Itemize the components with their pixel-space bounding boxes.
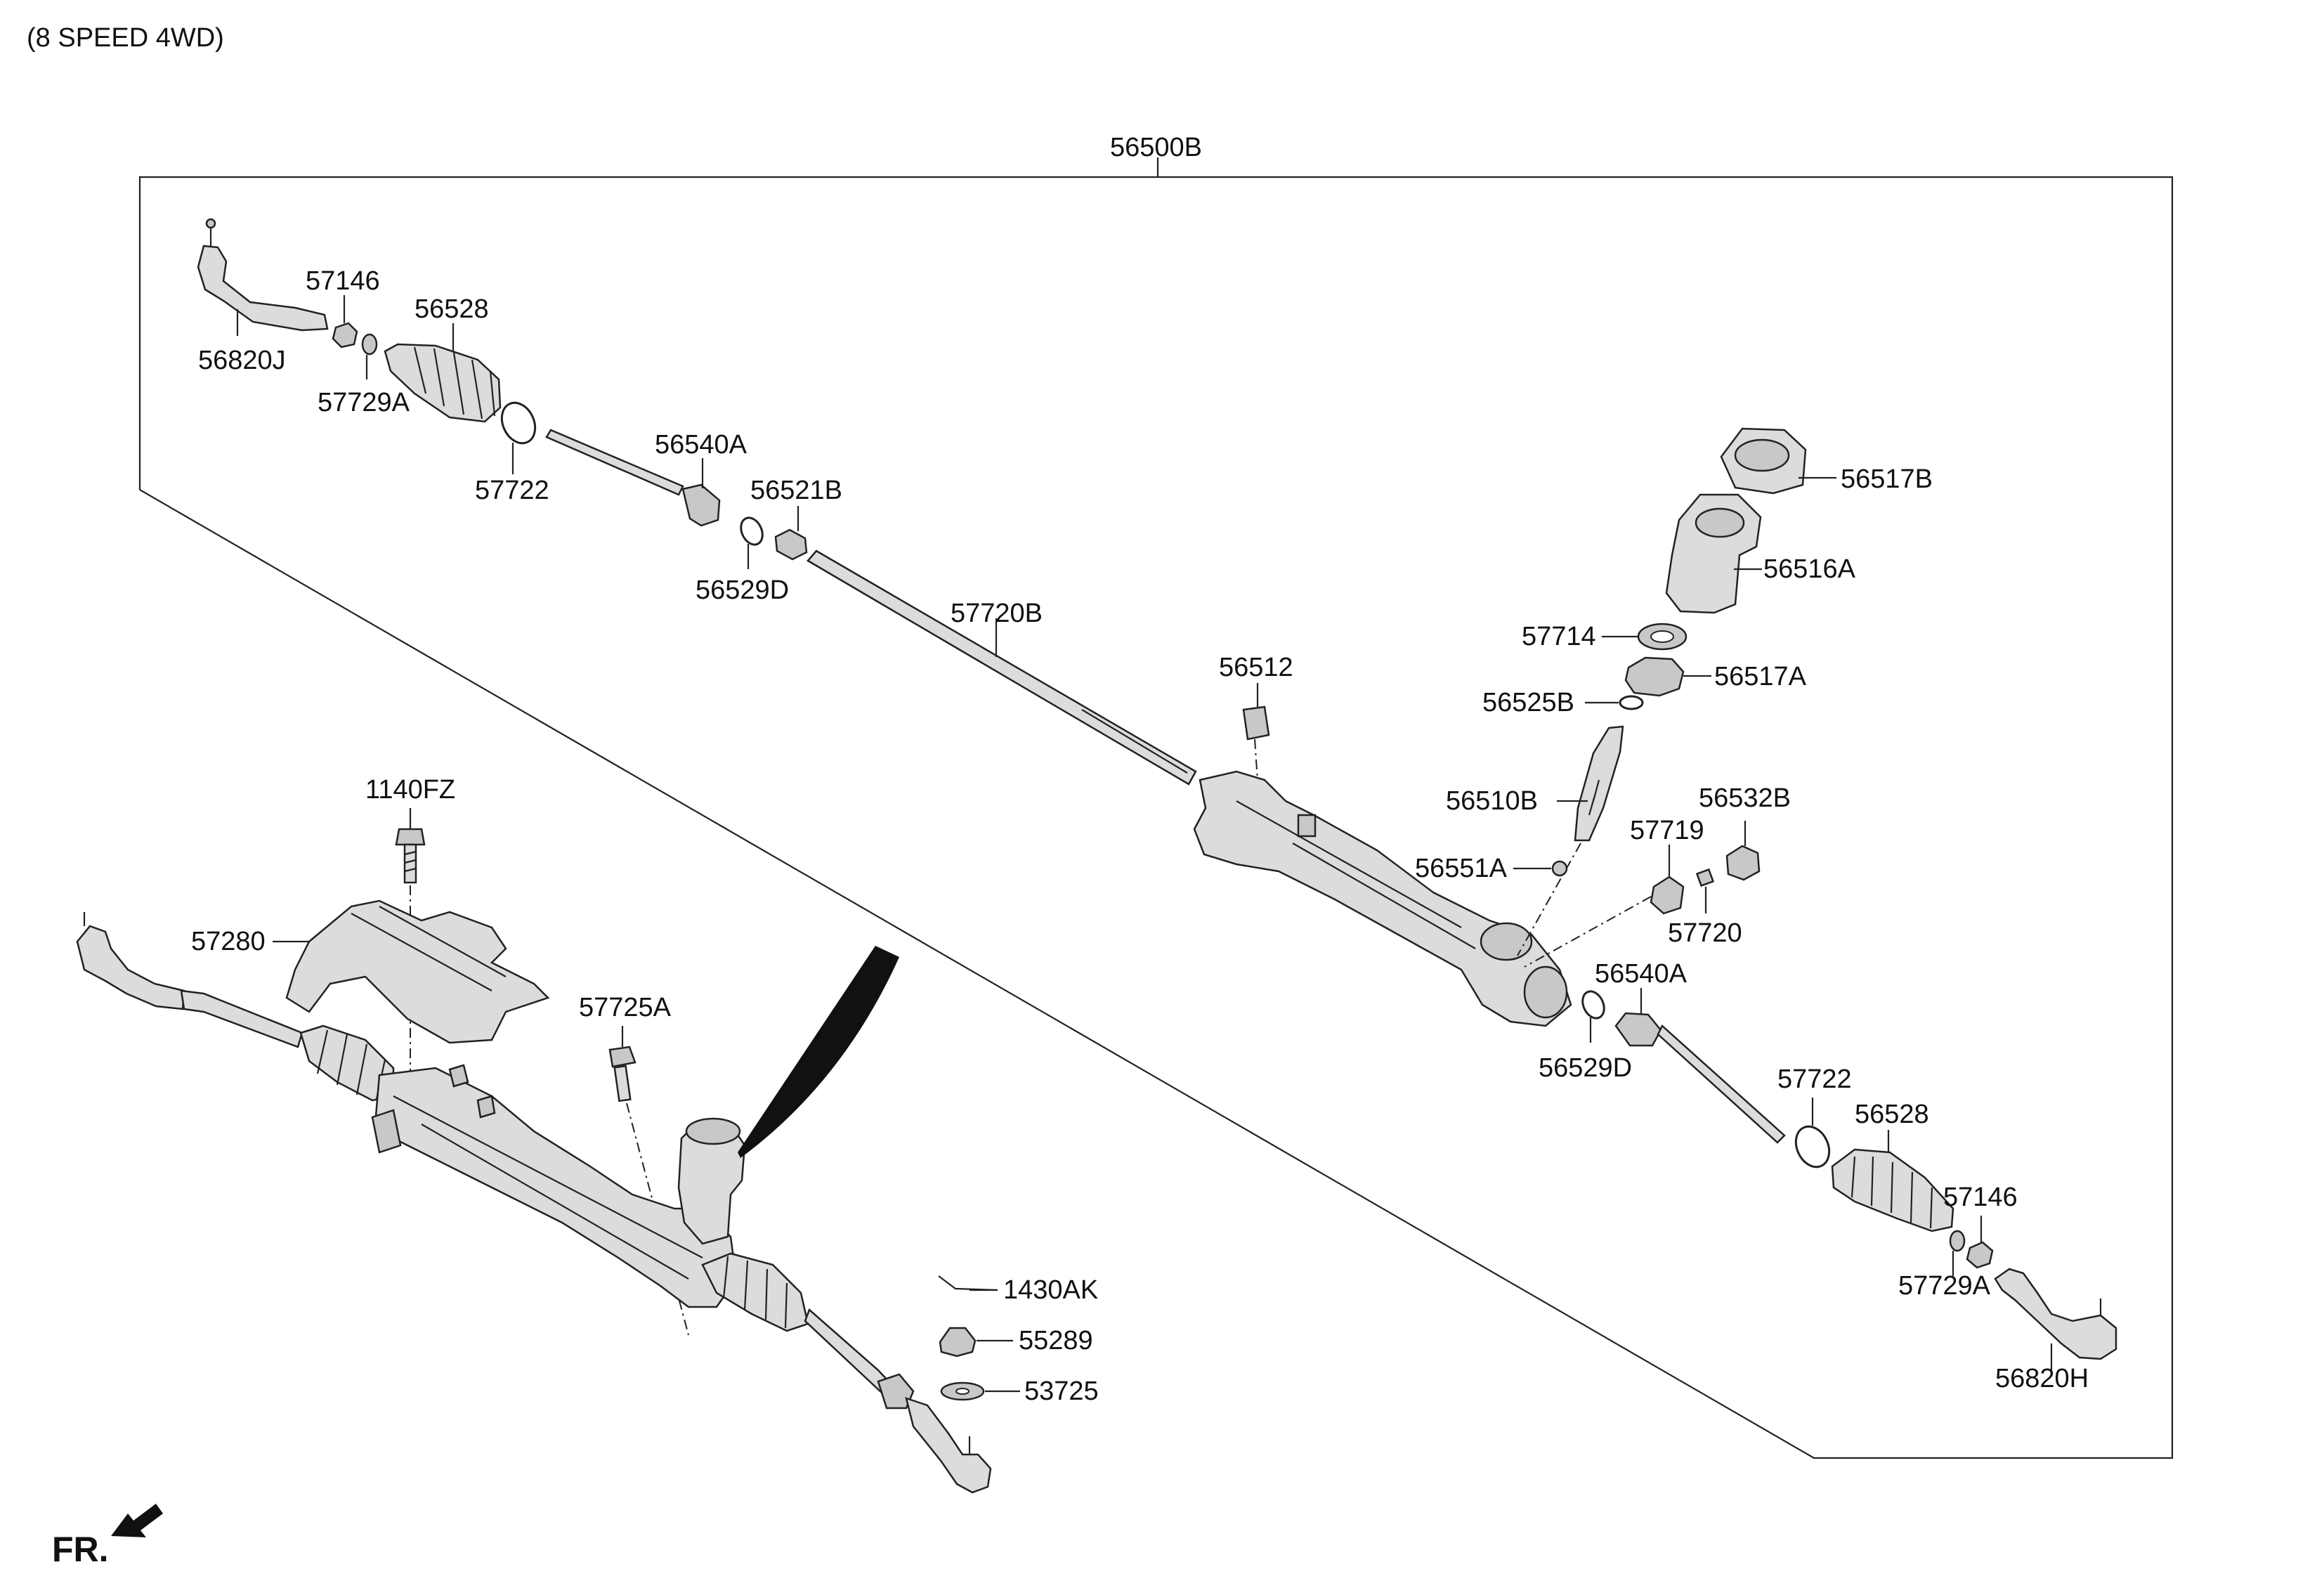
label-57146-left[interactable]: 57146: [306, 266, 380, 296]
label-57722-right[interactable]: 57722: [1777, 1065, 1852, 1094]
ring-left[interactable]: [737, 514, 766, 548]
assembly-outline: [138, 157, 2174, 1459]
bushing-56517a[interactable]: [1624, 656, 1685, 697]
label-56528-right[interactable]: 56528: [1855, 1100, 1929, 1129]
tie-rod-end-right[interactable]: [1994, 1268, 2117, 1360]
rack-bar[interactable]: [807, 549, 1197, 786]
detail-pointer: [738, 946, 899, 1158]
pinion-56510b[interactable]: [1574, 725, 1624, 842]
plug-56512[interactable]: [1242, 705, 1270, 741]
bellows-right[interactable]: [1831, 1148, 1954, 1232]
label-56517a[interactable]: 56517A: [1714, 662, 1807, 691]
label-56820j[interactable]: 56820J: [198, 346, 286, 375]
bolt-57725a[interactable]: [608, 1046, 637, 1102]
label-57729a-left[interactable]: 57729A: [318, 388, 410, 417]
band-left[interactable]: [495, 398, 541, 449]
heat-shield-57280[interactable]: [285, 899, 550, 1044]
label-57714[interactable]: 57714: [1522, 622, 1596, 651]
steering-gear-assembly[interactable]: [76, 912, 992, 1494]
label-56521b[interactable]: 56521B: [750, 476, 842, 505]
inner-rod-right[interactable]: [1614, 1012, 1786, 1144]
label-57719[interactable]: 57719: [1630, 816, 1704, 845]
label-56512[interactable]: 56512: [1219, 653, 1293, 682]
yoke-57719[interactable]: [1650, 876, 1685, 915]
label-57725a[interactable]: 57725A: [579, 993, 672, 1022]
label-57722-left[interactable]: 57722: [475, 476, 549, 505]
label-56532b[interactable]: 56532B: [1699, 783, 1791, 813]
inner-rod-left[interactable]: [545, 429, 721, 527]
housing-56516a[interactable]: [1665, 493, 1762, 614]
label-1430ak[interactable]: 1430AK: [1003, 1275, 1098, 1305]
label-56525b[interactable]: 56525B: [1482, 688, 1574, 717]
pin-56551a[interactable]: [1551, 860, 1568, 877]
oring-56525b[interactable]: [1619, 695, 1644, 710]
model-variant-label: (8 SPEED 4WD): [27, 23, 224, 53]
label-56517b[interactable]: 56517B: [1841, 464, 1933, 494]
label-56820h[interactable]: 56820H: [1995, 1364, 2089, 1393]
label-56540a-left[interactable]: 56540A: [655, 430, 748, 460]
front-direction-label: FR.: [52, 1530, 109, 1569]
label-57146-right[interactable]: 57146: [1943, 1183, 2018, 1212]
bolt-1140fz[interactable]: [395, 828, 426, 884]
label-57720[interactable]: 57720: [1668, 918, 1742, 948]
label-56529d-right[interactable]: 56529D: [1539, 1053, 1632, 1083]
cap-56532b[interactable]: [1725, 845, 1761, 881]
spring-57720[interactable]: [1695, 868, 1715, 887]
label-56510b[interactable]: 56510B: [1446, 786, 1538, 816]
gear-housing[interactable]: [1193, 770, 1572, 1027]
bushing-56521b[interactable]: [774, 528, 808, 561]
label-53725[interactable]: 53725: [1024, 1377, 1099, 1406]
label-57280[interactable]: 57280: [191, 927, 266, 956]
label-57720b[interactable]: 57720B: [951, 599, 1043, 628]
label-56540a-right[interactable]: 56540A: [1595, 959, 1687, 989]
bellows-left[interactable]: [384, 343, 502, 423]
nut-left[interactable]: [332, 322, 358, 349]
assembly-label[interactable]: 56500B: [1110, 133, 1202, 162]
tie-rod-end-left[interactable]: [197, 218, 329, 332]
front-arrow-icon: [111, 1504, 163, 1537]
clip-1430ak[interactable]: [938, 1275, 998, 1291]
label-55289[interactable]: 55289: [1019, 1326, 1093, 1355]
label-56529d-left[interactable]: 56529D: [696, 575, 789, 605]
label-56551a[interactable]: 56551A: [1415, 854, 1508, 883]
label-1140fz[interactable]: 1140FZ: [365, 775, 455, 805]
label-56528-left[interactable]: 56528: [414, 294, 489, 324]
clip-right[interactable]: [1949, 1230, 1966, 1252]
ring-right[interactable]: [1579, 988, 1608, 1022]
nut-55289[interactable]: [939, 1327, 977, 1358]
band-right[interactable]: [1789, 1121, 1835, 1173]
label-56516a[interactable]: 56516A: [1763, 554, 1856, 584]
washer-53725[interactable]: [940, 1381, 985, 1401]
cover-56517b[interactable]: [1720, 427, 1807, 495]
clip-left[interactable]: [361, 333, 378, 356]
nut-right[interactable]: [1966, 1241, 1994, 1269]
label-57729a-right[interactable]: 57729A: [1898, 1271, 1991, 1301]
